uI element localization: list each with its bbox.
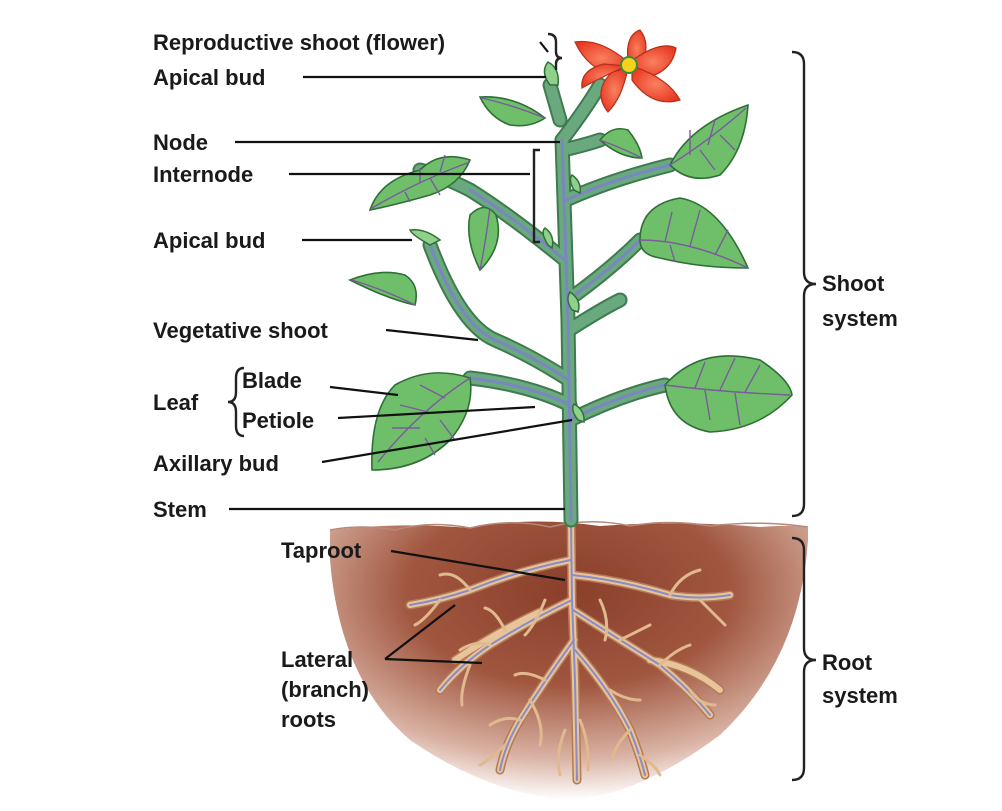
label-lateral-roots-line3: roots (281, 707, 336, 732)
label-shoot-system-line2: system (822, 306, 898, 331)
leaf-top-right-small (600, 129, 642, 158)
label-shoot-system-line1: Shoot (822, 271, 885, 296)
label-vegetative-shoot: Vegetative shoot (153, 318, 329, 343)
label-reproductive-shoot: Reproductive shoot (flower) (153, 30, 445, 55)
label-taproot: Taproot (281, 538, 362, 563)
label-lateral-roots-line1: Lateral (281, 647, 353, 672)
label-axillary-bud: Axillary bud (153, 451, 279, 476)
label-stem: Stem (153, 497, 207, 522)
label-internode: Internode (153, 162, 253, 187)
label-apical-bud-side: Apical bud (153, 228, 265, 253)
label-leaf: Leaf (153, 390, 199, 415)
leaf-left-middle (469, 208, 499, 271)
leaf-lower-right (665, 356, 792, 432)
leaf-mid-right (640, 198, 748, 268)
label-apical-bud-top: Apical bud (153, 65, 265, 90)
label-petiole: Petiole (242, 408, 314, 433)
shoot-system-brace (792, 52, 816, 516)
leaf-upper-right (670, 105, 748, 178)
label-root-system-line1: Root (822, 650, 873, 675)
label-lateral-roots-line2: (branch) (281, 677, 369, 702)
label-blade: Blade (242, 368, 302, 393)
label-node: Node (153, 130, 208, 155)
leaf-lower-left (372, 373, 471, 470)
label-root-system-line2: system (822, 683, 898, 708)
leaf-top-left (480, 97, 545, 126)
leaf-left-small (350, 272, 416, 305)
